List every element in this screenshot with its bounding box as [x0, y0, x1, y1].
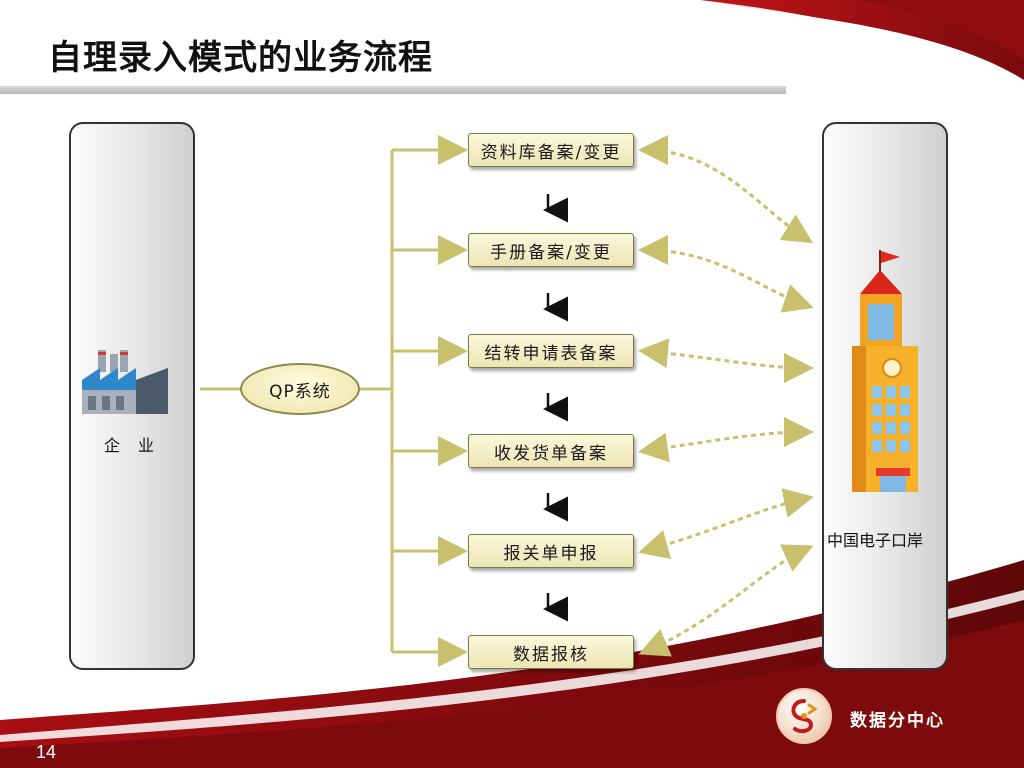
page-number: 14 — [36, 742, 57, 762]
qp-system-node[interactable]: QP系统 — [240, 363, 360, 415]
step-transfer-application[interactable]: 结转申请表备案 — [468, 334, 634, 368]
step-data-verification[interactable]: 数据报核 — [468, 635, 634, 669]
step-database-filing[interactable]: 资料库备案/变更 — [468, 133, 634, 167]
step-shipping-receipt[interactable]: 收发货单备案 — [468, 434, 634, 468]
building-icon — [852, 250, 918, 492]
enterprise-label: 企业 — [104, 436, 173, 455]
datacenter-logo-mark — [791, 699, 818, 734]
step-customs-declaration[interactable]: 报关单申报 — [468, 534, 634, 568]
bottom-swoosh — [0, 560, 1024, 768]
factory-icon — [82, 350, 168, 414]
datacenter-logo-icon — [776, 688, 832, 744]
step-manual-filing[interactable]: 手册备案/变更 — [468, 233, 634, 267]
top-swoosh — [600, 0, 1024, 100]
exchange-arrows — [638, 135, 814, 657]
page-title: 自理录入模式的业务流程 — [48, 38, 433, 78]
eport-label: 中国电子口岸 — [827, 531, 924, 550]
datacenter-logo-text: 数据分中心 — [850, 711, 945, 731]
connector-lines — [200, 135, 468, 667]
title-divider — [0, 86, 786, 94]
